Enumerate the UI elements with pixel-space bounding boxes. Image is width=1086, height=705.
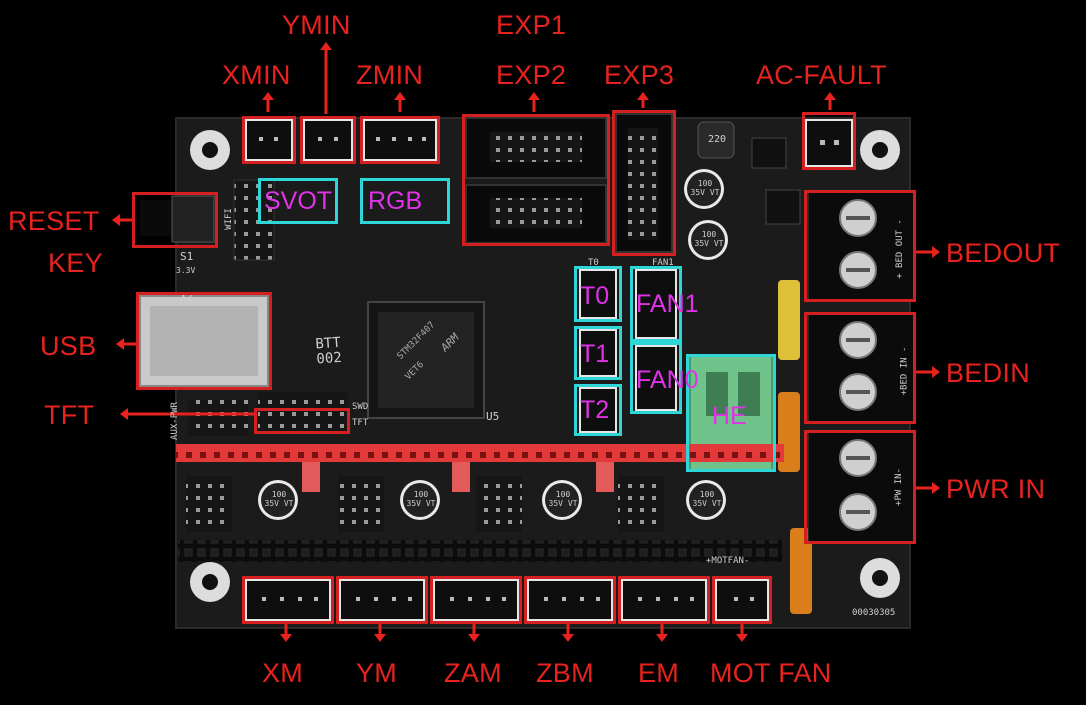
ac-fault-box bbox=[802, 112, 856, 170]
label-ym: YM bbox=[356, 658, 398, 688]
xm-box bbox=[242, 576, 334, 624]
t0-box bbox=[574, 266, 622, 322]
fan0-box bbox=[630, 342, 682, 414]
t2-box bbox=[574, 384, 622, 436]
label-xm: XM bbox=[262, 658, 304, 688]
label-xmin: XMIN bbox=[222, 60, 291, 90]
ym-box bbox=[336, 576, 428, 624]
t1-label: T1 bbox=[580, 340, 610, 368]
arrows bbox=[112, 42, 940, 642]
reset-box bbox=[132, 192, 218, 248]
label-bedin: BEDIN bbox=[946, 358, 1031, 388]
rgb-label: RGB bbox=[368, 187, 423, 215]
label-ac-fault: AC-FAULT bbox=[756, 60, 887, 90]
fan1-label: FAN1 bbox=[636, 290, 699, 318]
svot-label: SVOT bbox=[264, 187, 333, 215]
silk-inductor: 220 bbox=[708, 134, 727, 145]
silk-v33: 3.3V bbox=[176, 266, 196, 275]
zbm-box bbox=[524, 576, 616, 624]
silk-aux-pwr: AUX-PWR bbox=[169, 402, 180, 440]
mounting-hole-icon bbox=[860, 558, 900, 598]
label-ymin: YMIN bbox=[282, 10, 351, 40]
bedout-box bbox=[804, 190, 916, 302]
silk-serial: 00030305 bbox=[852, 608, 896, 618]
rgb-box bbox=[360, 178, 450, 224]
exp3-box bbox=[612, 110, 676, 256]
t2-label: T2 bbox=[580, 396, 610, 424]
silk-board-name: BTT 002 bbox=[314, 334, 343, 368]
zam-box bbox=[430, 576, 522, 624]
ymin-box bbox=[300, 116, 356, 164]
tft-box bbox=[254, 408, 350, 434]
he-label: HE bbox=[712, 402, 747, 430]
mot-fan-box bbox=[712, 576, 772, 624]
label-zmin: ZMIN bbox=[356, 60, 424, 90]
label-em: EM bbox=[638, 658, 680, 688]
label-pwr-in: PWR IN bbox=[946, 474, 1046, 504]
mounting-hole-icon bbox=[190, 562, 230, 602]
pwr-in-box bbox=[804, 430, 916, 544]
fan1-box bbox=[630, 266, 682, 342]
label-reset: RESET bbox=[8, 206, 100, 236]
silk-cap: 100 35V VT bbox=[694, 230, 724, 248]
silk-t0: T0 bbox=[588, 258, 599, 268]
t0-label: T0 bbox=[580, 282, 610, 310]
silk-s1: S1 bbox=[180, 250, 194, 263]
t1-box bbox=[574, 326, 622, 380]
silk-cap: 100 35V VT bbox=[548, 490, 578, 508]
usb-box bbox=[136, 292, 272, 390]
silk-cap: 100 35V VT bbox=[690, 179, 720, 197]
silk-motfan: +MOTFAN- bbox=[706, 556, 750, 566]
silk-cap: 100 35V VT bbox=[406, 490, 436, 508]
label-usb: USB bbox=[40, 331, 97, 361]
svot-box bbox=[258, 178, 338, 224]
mounting-hole-icon bbox=[860, 130, 900, 170]
label-key: KEY bbox=[48, 248, 103, 278]
em-box bbox=[618, 576, 710, 624]
silk-u5: U5 bbox=[486, 410, 500, 423]
label-exp2: EXP2 bbox=[496, 60, 567, 90]
label-tft: TFT bbox=[44, 400, 95, 430]
exp-box bbox=[462, 114, 610, 246]
silk-swd: SWD bbox=[352, 402, 369, 412]
xmin-box bbox=[242, 116, 296, 164]
silk-cap: 100 35V VT bbox=[692, 490, 722, 508]
label-zam: ZAM bbox=[444, 658, 502, 688]
label-zbm: ZBM bbox=[536, 658, 594, 688]
fan0-label: FAN0 bbox=[636, 366, 699, 394]
label-exp3: EXP3 bbox=[604, 60, 675, 90]
silk-tft: TFT bbox=[352, 418, 369, 428]
label-exp1: EXP1 bbox=[496, 10, 567, 40]
bedin-box bbox=[804, 312, 916, 424]
silk-fan1: FAN1 bbox=[652, 258, 674, 268]
he-box bbox=[686, 354, 776, 472]
label-mot-fan: MOT FAN bbox=[710, 658, 832, 688]
silk-cap: 100 35V VT bbox=[264, 490, 294, 508]
silk-wifi: WIFI bbox=[223, 208, 234, 230]
mounting-hole-icon bbox=[190, 130, 230, 170]
label-bedout: BEDOUT bbox=[946, 238, 1061, 268]
zmin-box bbox=[360, 116, 440, 164]
